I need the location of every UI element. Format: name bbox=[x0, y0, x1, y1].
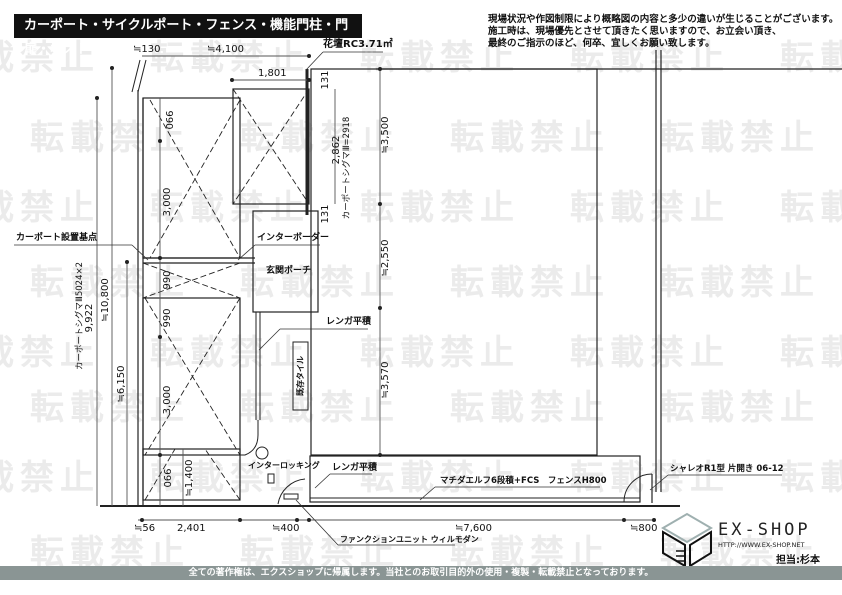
carport-model-label: カーポートシグマⅢ5024×2 bbox=[74, 261, 85, 371]
dim-9922: 9,922 bbox=[84, 303, 95, 333]
staff-label: 担当:杉本 bbox=[776, 555, 820, 566]
watermark-text: 転載禁止 bbox=[0, 188, 100, 228]
dim-2550: ≒2,550 bbox=[380, 239, 391, 277]
dim-131-top: 131 bbox=[320, 70, 331, 90]
watermark-text: 転載禁止 bbox=[570, 38, 730, 78]
dim-990: 990 bbox=[162, 308, 173, 328]
watermark-text: 転載禁止 bbox=[660, 263, 820, 303]
watermark-text: 転載禁止 bbox=[240, 263, 400, 303]
watermark-text: 転載禁止 bbox=[780, 333, 842, 373]
watermark-text: 転載禁止 bbox=[150, 458, 310, 498]
interlocking-label: インターロッキング bbox=[248, 461, 320, 470]
existing-tile-area bbox=[292, 341, 309, 411]
function-unit-label: ファンクションユニット ウィルモダン bbox=[340, 535, 479, 544]
carport-sub-label: カーポートシグマⅢ=2918 bbox=[341, 116, 352, 220]
watermark-text: 転載禁止 bbox=[660, 118, 820, 158]
watermark-text: 転載禁止 bbox=[780, 38, 842, 78]
carport-base-label: カーポート設置基点 bbox=[16, 233, 98, 243]
brand-name: EX-SHOP bbox=[718, 520, 811, 540]
watermark-text: 転載禁止 bbox=[150, 333, 310, 373]
flowerbed-label: 花壇RC3.71㎡ bbox=[323, 39, 393, 50]
porch bbox=[252, 210, 319, 313]
carport-2 bbox=[142, 297, 241, 456]
dim-990: 990 bbox=[161, 468, 172, 488]
dim-3500: ≒3,500 bbox=[380, 116, 391, 154]
note-line: 最終のご指示のほど、何卒、宜しくお願い致します。 bbox=[488, 38, 715, 49]
dim-131-bottom: 131 bbox=[320, 204, 331, 224]
dim-2862: 2,862 bbox=[331, 135, 342, 165]
brick-label-2: レンガ平積 bbox=[332, 463, 378, 473]
dim-56: ≒56 bbox=[134, 523, 156, 534]
watermark-text: 転載禁止 bbox=[0, 30, 100, 79]
brand-url: HTTP://WWW.EX-SHOP.NET bbox=[718, 541, 805, 549]
watermark-text: 転載禁止 bbox=[780, 188, 842, 228]
dim-1801: 1,801 bbox=[258, 68, 287, 79]
ex-shop-logo-icon bbox=[661, 512, 713, 568]
watermark-text: 転載禁止 bbox=[240, 388, 400, 428]
dim-400: ≒400 bbox=[272, 523, 300, 534]
dim-1400: ≒1,400 bbox=[184, 459, 195, 497]
dim-990: 990 bbox=[163, 110, 174, 130]
watermark-text: 転載禁止 bbox=[150, 38, 310, 78]
watermark-text: 転載禁止 bbox=[570, 188, 730, 228]
watermark-text: 転載禁止 bbox=[450, 263, 610, 303]
dim-10800: ≒10,800 bbox=[100, 278, 111, 322]
existing-tile-label: 既存タイル bbox=[296, 356, 305, 396]
flower-bed bbox=[232, 88, 310, 205]
disclaimer-note: 現場状況や作図制限により概略図の内容と多少の違いが生じることがございます。 施工… bbox=[488, 14, 838, 50]
drawing-title: カーポート・サイクルポート・フェンス・機能門柱・門扉・ポスト bbox=[14, 14, 362, 57]
watermark-text: 転載禁止 bbox=[360, 38, 520, 78]
watermark-text: 転載禁止 bbox=[360, 458, 520, 498]
dim-7600: ≒7,600 bbox=[455, 523, 493, 534]
house-outline bbox=[310, 68, 598, 456]
note-line: 現場状況や作図制限により概略図の内容と多少の違いが生じることがございます。 bbox=[488, 14, 839, 25]
watermark-text: 転載禁止 bbox=[30, 388, 190, 428]
note-line: 施工時は、現場優先とさせて頂きたく思いますので、お立会い頂き、 bbox=[488, 26, 782, 37]
watermark-text: 転載禁止 bbox=[0, 458, 100, 498]
watermark-text: 転載禁止 bbox=[450, 118, 610, 158]
dim-3570: ≒3,570 bbox=[380, 361, 391, 399]
watermark-text: 転載禁止 bbox=[570, 333, 730, 373]
watermark-text: 転載禁止 bbox=[660, 388, 820, 428]
dim-3000: 3,000 bbox=[162, 385, 173, 415]
watermark-text: 転載禁止 bbox=[30, 263, 190, 303]
dim-990: 990 bbox=[162, 270, 173, 290]
dim-6150: ≒6,150 bbox=[116, 365, 127, 403]
watermark-text: 転載禁止 bbox=[360, 333, 520, 373]
dim-2401: 2,401 bbox=[177, 523, 206, 534]
dim-130: ≒130 bbox=[133, 44, 161, 55]
dim-3000: 3,000 bbox=[162, 187, 173, 217]
gate-swing bbox=[623, 473, 653, 503]
brick-label: レンガ平積 bbox=[326, 317, 372, 327]
watermark-text: 転載禁止 bbox=[360, 188, 520, 228]
interborder-label: インターボーダー bbox=[257, 233, 330, 243]
fence-label: マチダエルフ6段積+FCS フェンスH800 bbox=[440, 476, 607, 486]
brick-bed bbox=[309, 455, 641, 503]
watermark-text: 転載禁止 bbox=[0, 333, 100, 373]
dim-4100: ≒4,100 bbox=[207, 44, 245, 55]
watermark-text: 転載禁止 bbox=[570, 458, 730, 498]
dim-800: ≒800 bbox=[630, 523, 658, 534]
copyright-footer: 全ての著作権は、エクスショップに帰属します。当社とのお取引目的外の使用・複製・転… bbox=[0, 566, 842, 580]
carport-1 bbox=[142, 97, 241, 259]
gate-label: シャレオR1型 片開き 06-12 bbox=[670, 464, 784, 474]
watermark-text: 転載禁止 bbox=[780, 458, 842, 498]
porch-label: 玄関ポーチ bbox=[266, 266, 312, 276]
watermark-text: 転載禁止 bbox=[150, 188, 310, 228]
watermark-text: 転載禁止 bbox=[30, 118, 190, 158]
watermark-text: 転載禁止 bbox=[450, 388, 610, 428]
